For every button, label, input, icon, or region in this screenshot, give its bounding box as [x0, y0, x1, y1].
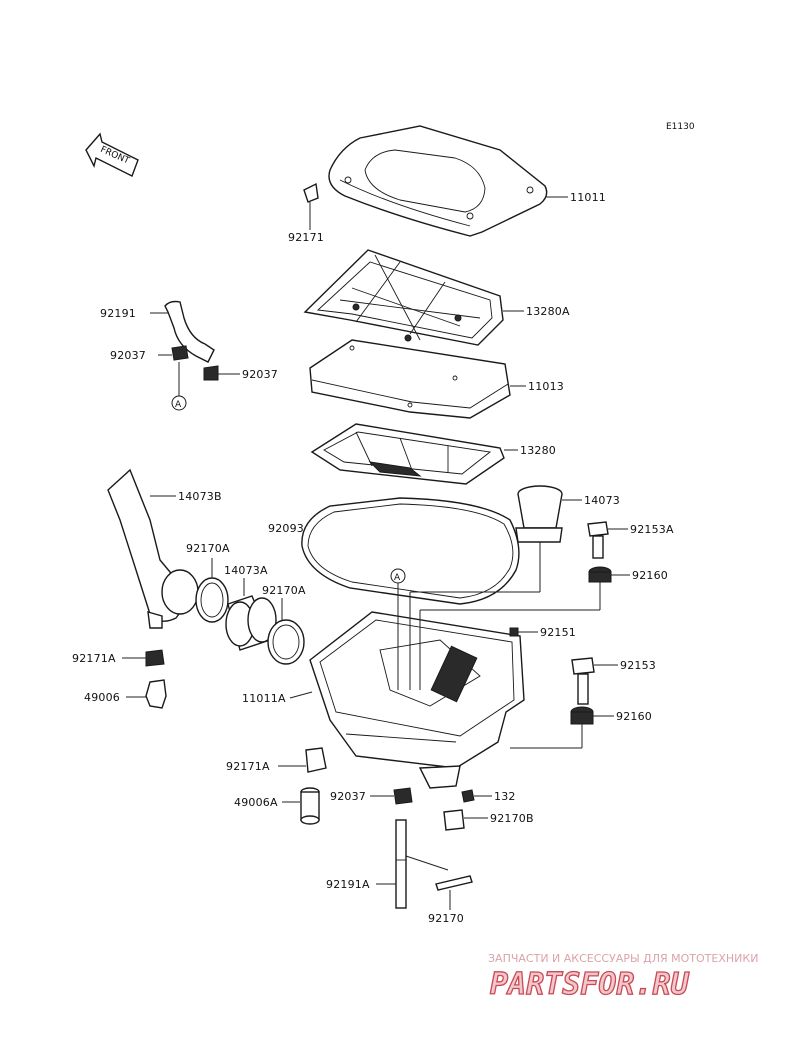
damper-92160-upper — [588, 566, 612, 583]
damper-92160-lower — [570, 706, 594, 725]
part-label-92191A: 92191A — [326, 878, 370, 891]
screw-132 — [461, 789, 475, 803]
callout-a-label-housing: A — [394, 573, 401, 583]
part-label-92160-b: 92160 — [616, 710, 652, 723]
part-label-92160-a: 92160 — [632, 569, 668, 582]
part-label-92153A: 92153A — [630, 523, 674, 536]
intake-duct — [107, 468, 199, 629]
part-label-11011: 11011 — [570, 191, 606, 204]
filter-frame-lower — [310, 423, 505, 485]
cap-49006 — [145, 679, 167, 709]
part-label-92171A-b: 92171A — [226, 760, 270, 773]
part-label-49006: 49006 — [84, 691, 120, 704]
drain-hose — [395, 819, 407, 909]
filter-element — [309, 339, 511, 419]
front-arrow-icon: FRONT — [85, 132, 139, 177]
part-label-14073A: 14073A — [224, 564, 268, 577]
gasket — [301, 497, 520, 605]
part-label-11011A: 11011A — [242, 692, 286, 705]
clip-92171A-lower — [305, 747, 327, 773]
part-label-132: 132 — [494, 790, 516, 803]
part-label-92151: 92151 — [540, 626, 576, 639]
part-label-92170: 92170 — [428, 912, 464, 925]
part-label-13280: 13280 — [520, 444, 556, 457]
diagram-code: E1130 — [666, 122, 695, 132]
part-label-14073: 14073 — [584, 494, 620, 507]
clip-92171 — [303, 182, 319, 203]
part-label-92170B: 92170B — [490, 812, 534, 825]
hose-clamp-right — [267, 619, 305, 665]
part-label-92037-a: 92037 — [110, 349, 146, 362]
part-label-92171A-a: 92171A — [72, 652, 116, 665]
part-label-92037-c: 92037 — [330, 790, 366, 803]
part-label-92170A-a: 92170A — [186, 542, 230, 555]
part-label-92037-b: 92037 — [242, 368, 278, 381]
part-label-92153: 92153 — [620, 659, 656, 672]
cap-49006A — [300, 787, 320, 825]
watermark-tagline: ЗАПЧАСТИ И АКСЕССУАРЫ ДЛЯ МОТОТЕХНИКИ — [488, 952, 758, 965]
air-cleaner-cover — [328, 125, 548, 237]
clamp-92170B — [443, 809, 465, 831]
intake-boot — [225, 595, 277, 651]
part-label-92170A-b: 92170A — [262, 584, 306, 597]
part-label-14073B: 14073B — [178, 490, 222, 503]
air-cleaner-housing — [309, 611, 525, 789]
part-label-11013: 11013 — [528, 380, 564, 393]
part-label-13280A: 13280A — [526, 305, 570, 318]
filter-frame-upper — [303, 249, 504, 346]
callout-a-label: A — [175, 400, 182, 410]
clip-92171A-upper — [145, 649, 165, 667]
part-label-92171: 92171 — [288, 231, 324, 244]
part-label-49006A: 49006A — [234, 796, 278, 809]
breather-hose — [164, 300, 219, 381]
part-label-92191: 92191 — [100, 307, 136, 320]
part-label-92093: 92093 — [268, 522, 304, 535]
clamp-92037-lower — [393, 787, 413, 805]
bolt-92153 — [571, 657, 595, 705]
screw-92151 — [509, 627, 519, 637]
band-92170 — [435, 875, 473, 891]
callout-a-marker — [171, 395, 187, 411]
intake-funnel — [515, 485, 563, 543]
bolt-92153A — [587, 521, 609, 559]
watermark-brand: PARTSFOR.RU — [490, 967, 690, 1002]
